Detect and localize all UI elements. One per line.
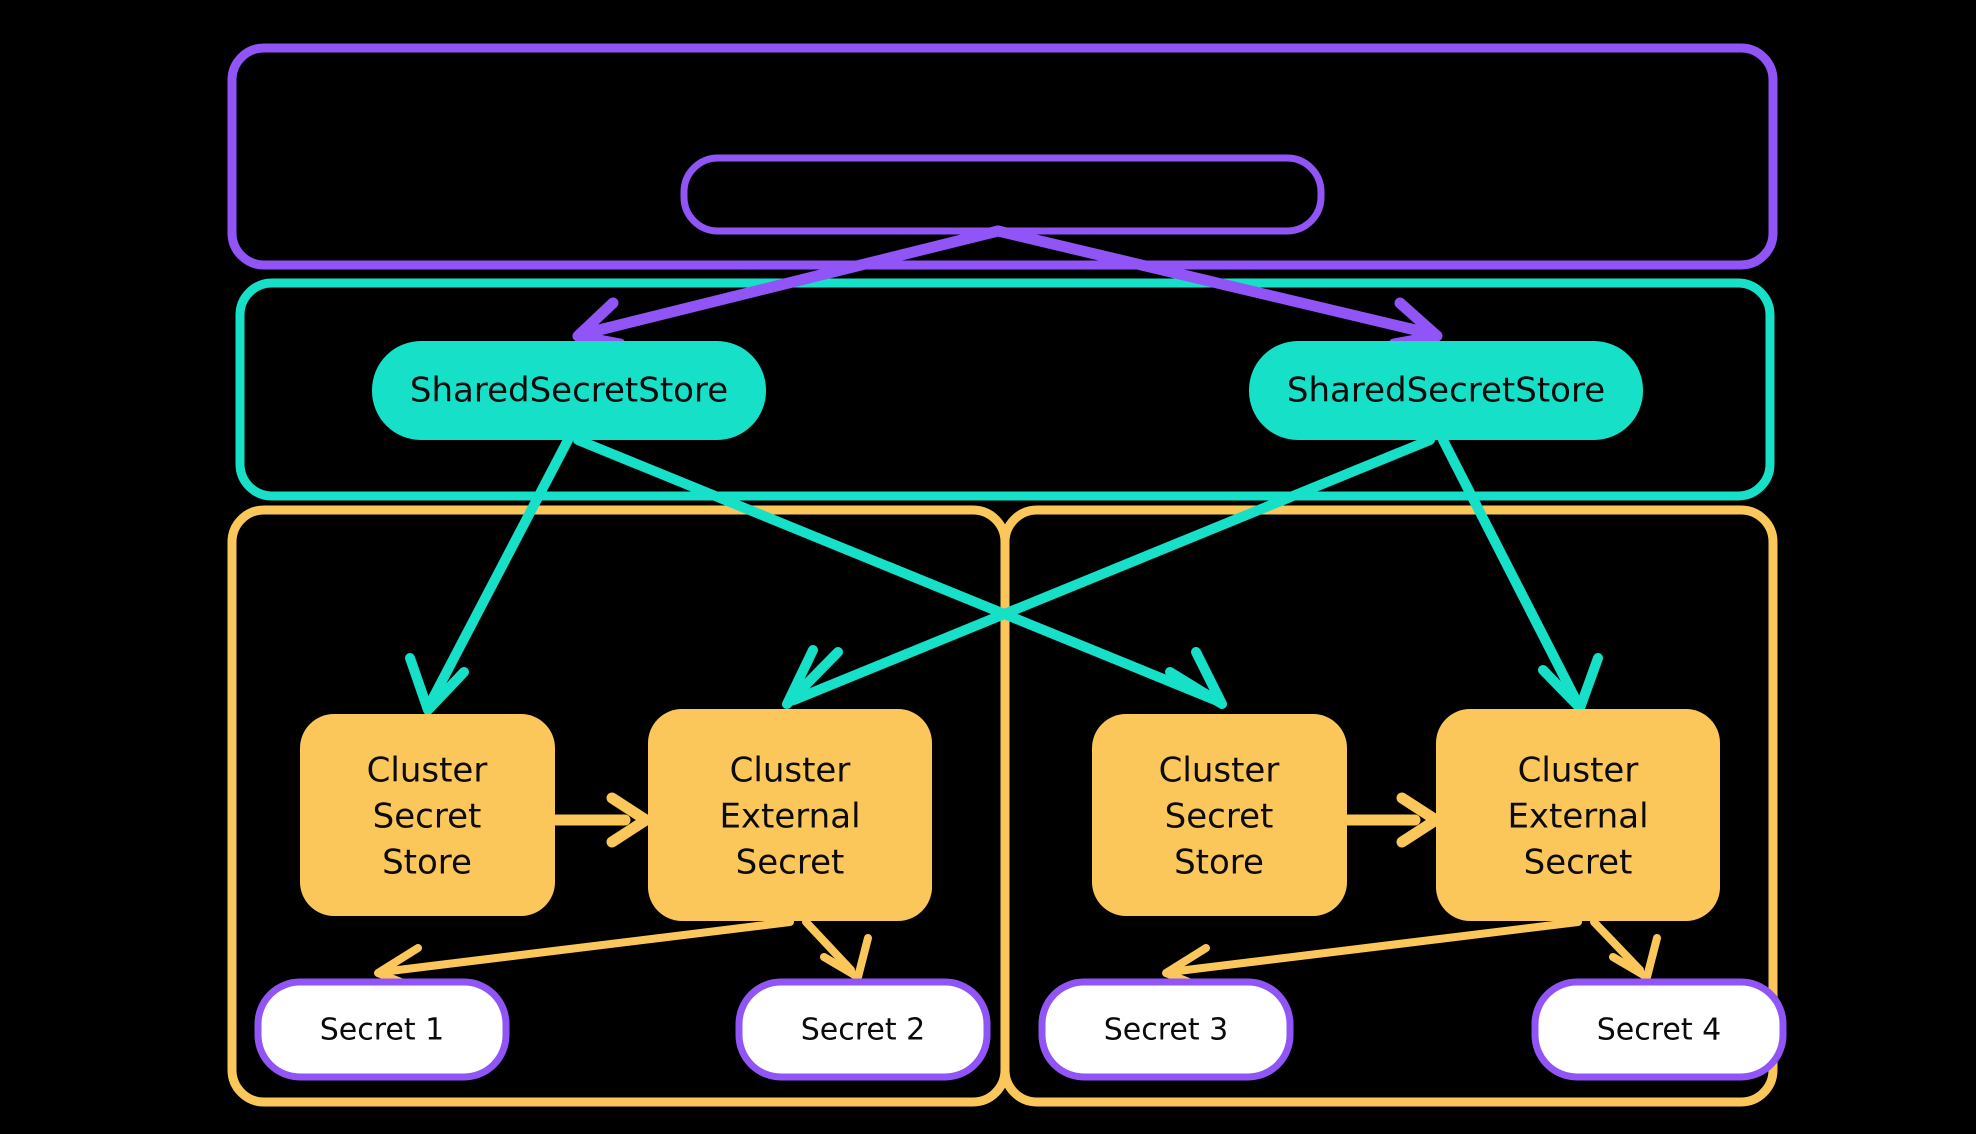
cluster-external-secret-left-shape[interactable] <box>648 709 932 921</box>
cluster-secret-store-left-line-3: Store <box>382 843 472 883</box>
secret-3-node[interactable]: Secret 3 <box>1038 978 1294 1081</box>
shared-secret-store-left-shape[interactable] <box>372 341 766 440</box>
secret-3-label: Secret 3 <box>1104 1013 1229 1048</box>
cluster-external-secret-right-line-3: Secret <box>1524 843 1633 883</box>
edge-shared-left-to-css-right <box>573 435 1227 709</box>
edge-ces-left-to-secret-2 <box>802 918 872 981</box>
cluster-external-secret-right[interactable]: Cluster External Secret <box>1436 709 1720 921</box>
shared-secret-store-right[interactable]: SharedSecretStore <box>1249 341 1643 440</box>
cluster-secret-store-right-line-2: Secret <box>1165 797 1274 837</box>
cluster-external-secret-left-line-3: Secret <box>736 843 845 883</box>
secret-2-node[interactable]: Secret 2 <box>735 978 991 1081</box>
cluster-external-secret-right-line-2: External <box>1507 797 1648 837</box>
cluster-secret-store-left-line-2: Secret <box>373 797 482 837</box>
secret-4-label: Secret 4 <box>1597 1013 1722 1048</box>
secret-2-label: Secret 2 <box>801 1013 926 1048</box>
shared-secret-store-right-label: SharedSecretStore <box>1287 371 1605 411</box>
edge-ces-right-to-secret-4 <box>1590 918 1661 981</box>
cluster-secret-store-right-shape[interactable] <box>1092 714 1347 916</box>
teal-container[interactable] <box>235 278 1775 501</box>
shared-secret-store-left-label: SharedSecretStore <box>410 371 728 411</box>
cluster-external-secret-left[interactable]: Cluster External Secret <box>648 709 932 921</box>
containers-group <box>227 43 1778 1107</box>
shared-secret-store-left[interactable]: SharedSecretStore <box>372 341 766 440</box>
secret-3-shape[interactable] <box>1038 978 1294 1081</box>
edge-shared-right-to-ces-right <box>1438 435 1603 713</box>
secret-1-shape[interactable] <box>254 978 510 1081</box>
purple-outer-container[interactable] <box>227 43 1778 270</box>
cluster-external-secret-right-line-1: Cluster <box>1518 751 1639 791</box>
edges-group <box>374 225 1661 994</box>
edge-css-left-to-ces-left <box>550 792 652 848</box>
cluster-secret-store-left-shape[interactable] <box>300 714 555 916</box>
cluster-secret-store-right-line-3: Store <box>1174 843 1264 883</box>
edge-shared-left-to-css-left <box>405 435 573 715</box>
cluster-secret-store-right-line-1: Cluster <box>1159 751 1280 791</box>
cluster-external-secret-left-line-2: External <box>719 797 860 837</box>
secret-4-shape[interactable] <box>1531 978 1787 1081</box>
cluster-external-secret-right-shape[interactable] <box>1436 709 1720 921</box>
secret-2-shape[interactable] <box>735 978 991 1081</box>
cluster-secret-store-left[interactable]: Cluster Secret Store <box>300 714 555 916</box>
cluster-secret-store-left-line-1: Cluster <box>367 751 488 791</box>
secret-1-node[interactable]: Secret 1 <box>254 978 510 1081</box>
secret-4-node[interactable]: Secret 4 <box>1531 978 1787 1081</box>
purple-inner-pill[interactable] <box>680 154 1325 235</box>
orange-cluster-right-container[interactable] <box>1000 505 1778 1107</box>
edge-css-right-to-ces-right <box>1342 792 1442 848</box>
shared-secret-store-right-shape[interactable] <box>1249 341 1643 440</box>
cluster-secret-store-right[interactable]: Cluster Secret Store <box>1092 714 1347 916</box>
edge-shared-right-to-ces-left <box>782 435 1435 709</box>
secret-1-label: Secret 1 <box>320 1013 445 1048</box>
cluster-external-secret-left-line-1: Cluster <box>730 751 851 791</box>
